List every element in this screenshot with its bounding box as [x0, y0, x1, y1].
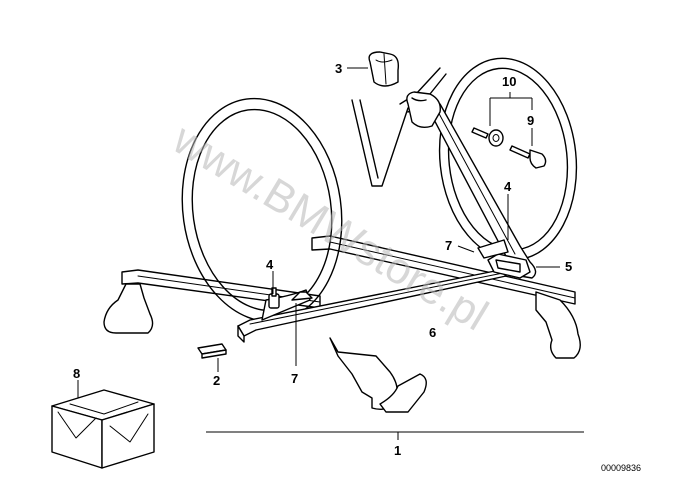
- clip-part-3: [368, 51, 400, 87]
- callout-10: 10: [502, 74, 516, 89]
- callout-4-right: 4: [504, 179, 512, 194]
- callout-2: 2: [213, 373, 220, 388]
- callout-5: 5: [565, 259, 572, 274]
- callout-7-bottom: 7: [291, 371, 298, 386]
- lock-cylinder-and-key: [471, 127, 547, 169]
- leader-lines: [77, 67, 584, 440]
- callout-7-right: 7: [445, 238, 452, 253]
- bike-holder-main-rail: [237, 269, 507, 343]
- callout-8: 8: [73, 366, 80, 381]
- packaging-box-part-8: [51, 389, 155, 469]
- roof-rack-base-bars: [103, 235, 581, 413]
- callout-6: 6: [429, 325, 436, 340]
- document-number: 00009836: [601, 463, 641, 473]
- callout-4-left: 4: [266, 257, 274, 272]
- callout-1: 1: [394, 443, 401, 458]
- wheel-strap-clamp-left: [268, 287, 280, 309]
- callout-labels: 1 2 3 4 4 5 6 7 7 8 9 10: [73, 61, 572, 458]
- callout-9: 9: [527, 113, 534, 128]
- frame-holder-arm: [406, 91, 537, 279]
- pad-part-2: [197, 343, 227, 359]
- bike-frame-tubes: [351, 67, 447, 187]
- callout-3: 3: [335, 61, 342, 76]
